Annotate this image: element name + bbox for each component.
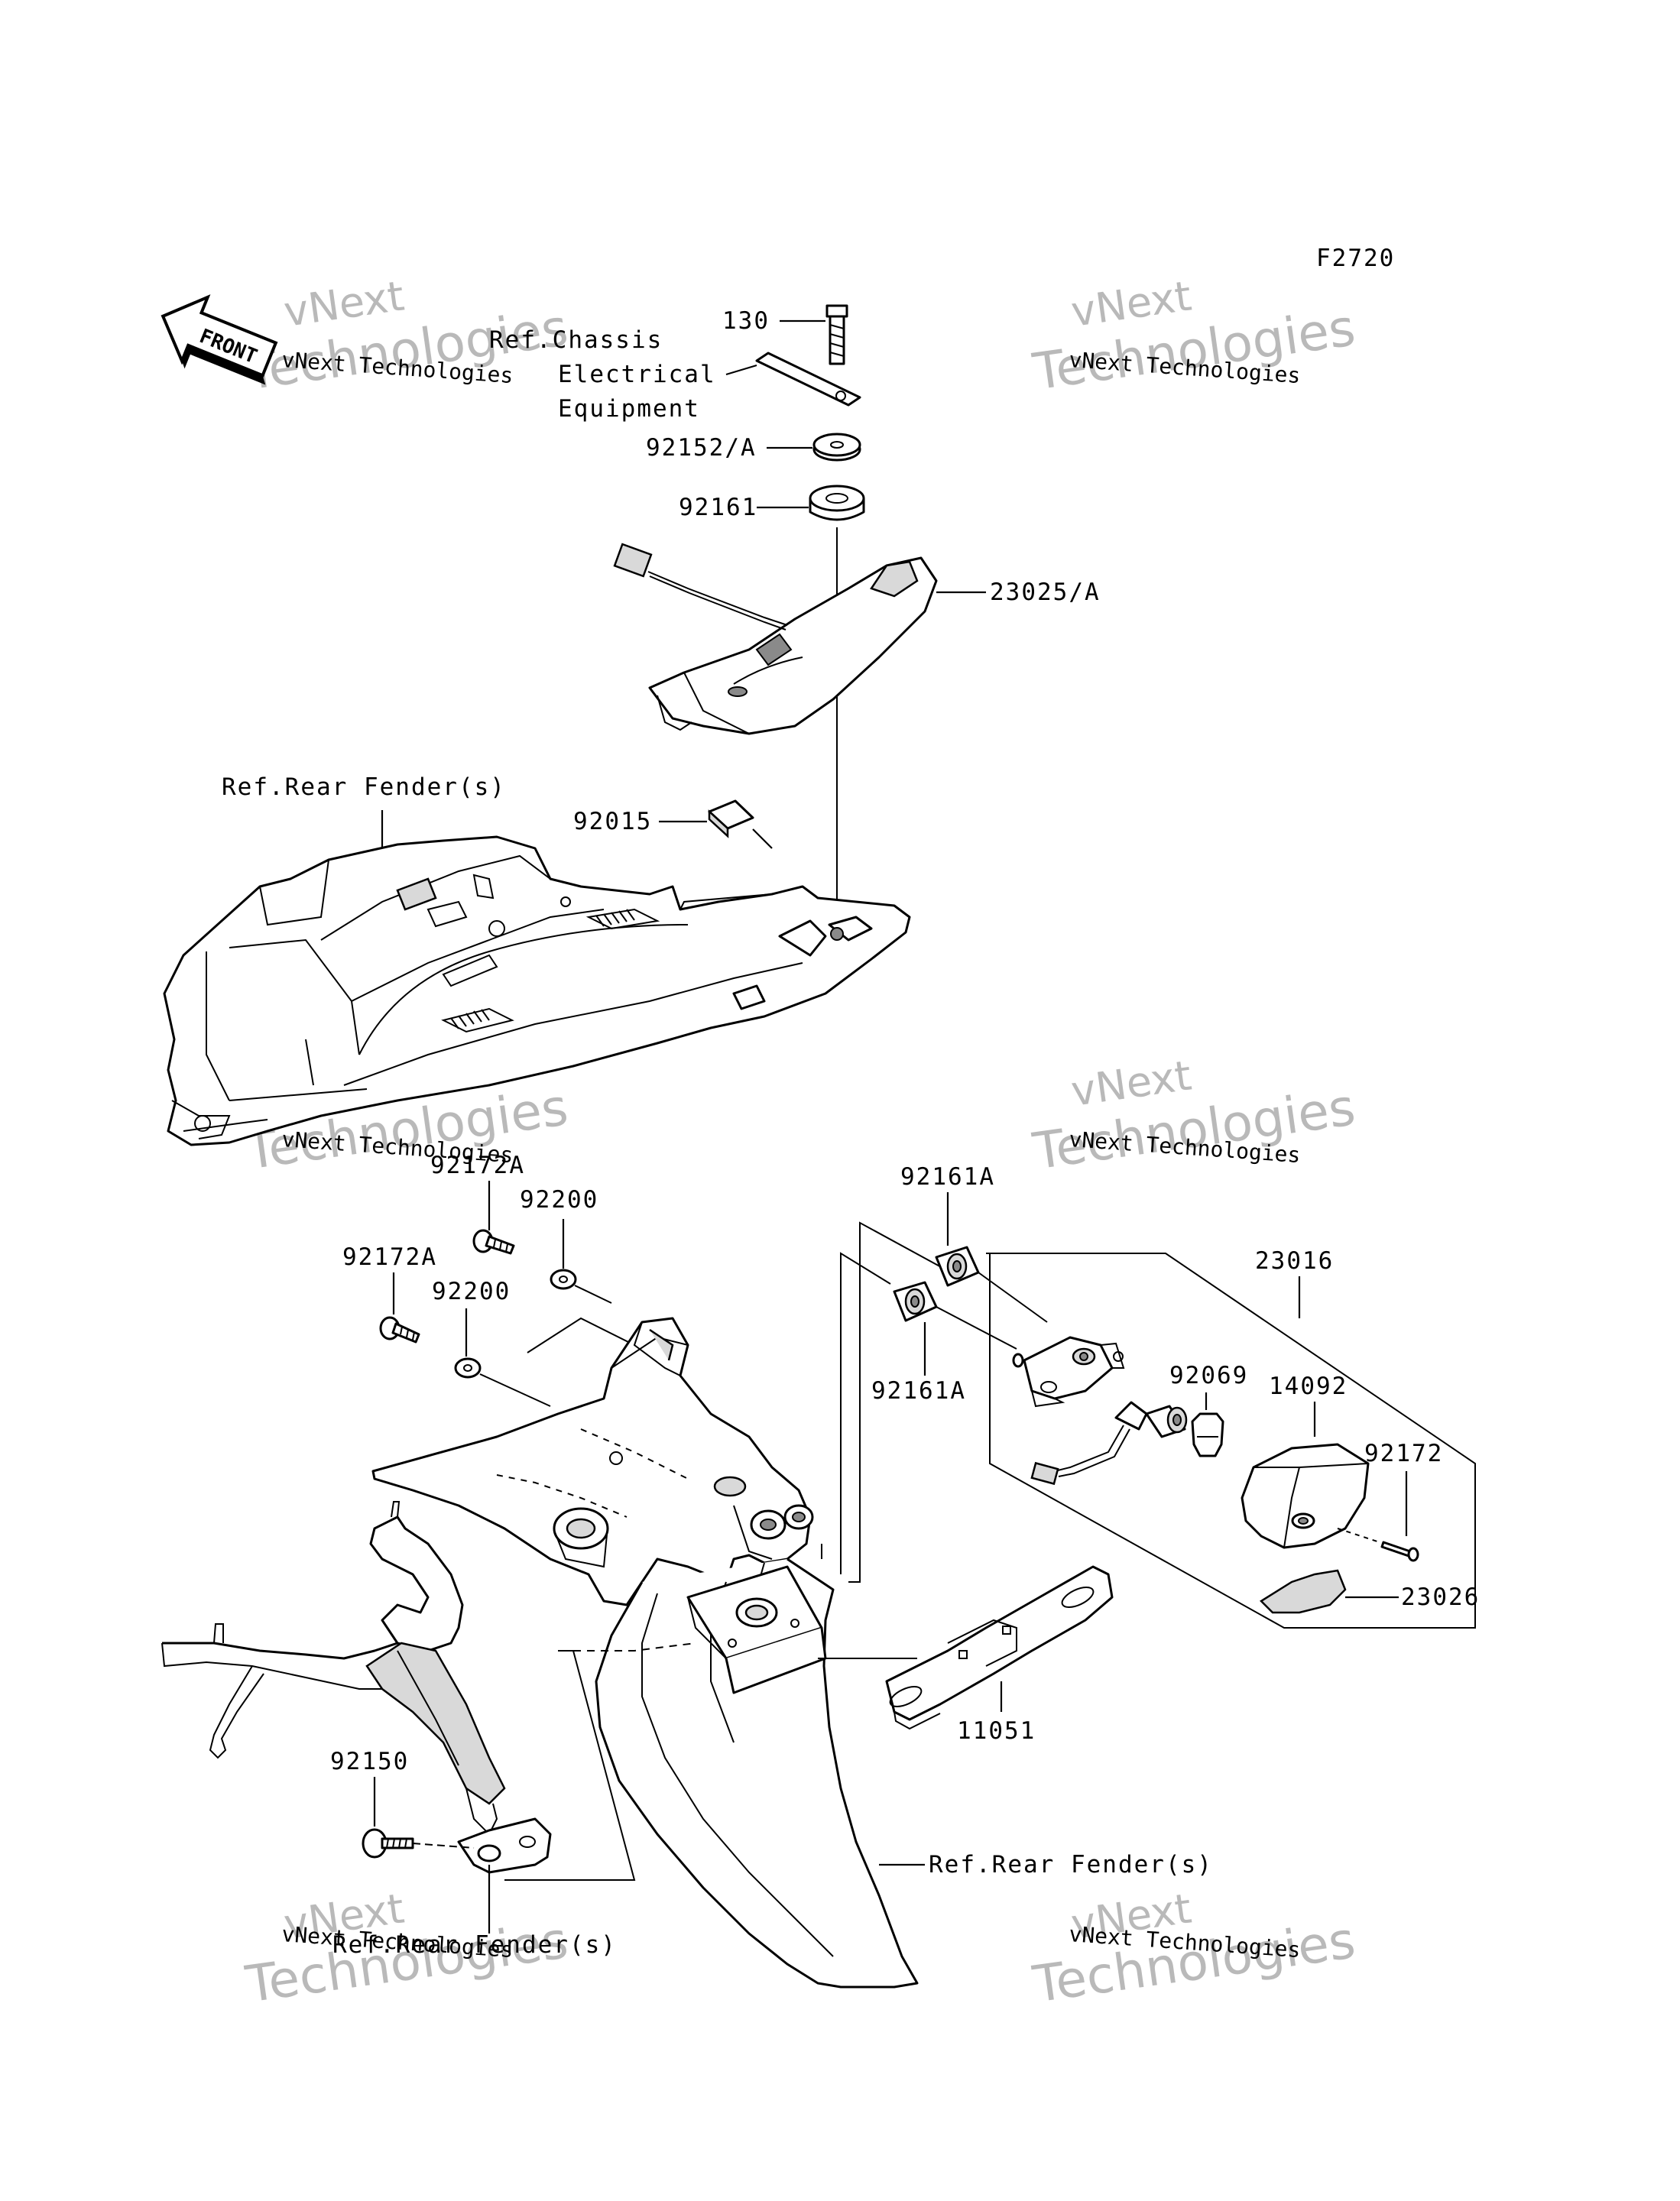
- grommet-92161A-bottom-icon: [893, 1281, 938, 1322]
- label-23026: 23026: [1401, 1583, 1480, 1611]
- front-arrow-icon: FRONT: [161, 294, 278, 385]
- washer-92200-top-icon: [550, 1269, 577, 1290]
- screw-92172A-bottom-icon: [379, 1316, 420, 1344]
- label-92161A-top: 92161A: [900, 1163, 995, 1191]
- label-92200-bottom: 92200: [432, 1278, 511, 1305]
- ref-chassis-line3: Equipment: [558, 395, 700, 423]
- electrical-strip-icon: [755, 352, 861, 407]
- screw-92172A-top-icon: [472, 1229, 515, 1255]
- label-92152: 92152/A: [646, 434, 757, 462]
- grommet-92161-icon: [809, 485, 865, 521]
- label-92161A-bottom: 92161A: [871, 1377, 966, 1405]
- screw-92172-icon: [1380, 1541, 1419, 1562]
- label-11051: 11051: [957, 1717, 1036, 1745]
- nut-92015-icon: [708, 799, 754, 838]
- label-92172A-top: 92172A: [430, 1152, 525, 1179]
- bracket-11051-icon: [885, 1565, 1114, 1730]
- lens-14092-icon: [1241, 1443, 1370, 1549]
- lens-insert-23026-icon: [1260, 1569, 1347, 1614]
- washer-92152-icon: [812, 433, 861, 462]
- label-92069: 92069: [1169, 1362, 1248, 1389]
- label-92150: 92150: [330, 1748, 409, 1775]
- rear-fender-upper-icon: [163, 835, 911, 1146]
- lamp-socket-icon: [1012, 1336, 1125, 1408]
- ref-chassis-line2: Electrical: [558, 361, 716, 388]
- bulb-socket-wire-icon: [1030, 1401, 1188, 1486]
- diagram-code: F2720: [1316, 245, 1395, 272]
- ref-rear-fender-top: Ref.Rear Fender(s): [222, 773, 506, 801]
- label-23025: 23025/A: [990, 579, 1101, 606]
- label-14092: 14092: [1269, 1373, 1348, 1400]
- frame-23016: [986, 1253, 1476, 1629]
- ref-chassis-line1: Ref.Chassis: [489, 326, 663, 354]
- tail-light-23025-icon: [613, 543, 938, 735]
- grommet-92161A-top-icon: [935, 1246, 980, 1287]
- label-23016: 23016: [1255, 1247, 1334, 1275]
- label-92200-top: 92200: [520, 1186, 598, 1214]
- label-92172A-bottom: 92172A: [342, 1243, 437, 1271]
- side-bracket-icon: [161, 1501, 552, 1874]
- bulb-92069-icon: [1191, 1412, 1224, 1457]
- label-92172: 92172: [1364, 1440, 1443, 1467]
- label-92015: 92015: [573, 808, 652, 835]
- bolt-92150-icon: [362, 1828, 414, 1859]
- washer-92200-bottom-icon: [454, 1357, 482, 1379]
- leader-ref-chassis: [725, 364, 757, 376]
- ref-rear-fender-right: Ref.Rear Fender(s): [929, 1851, 1213, 1878]
- label-92161: 92161: [679, 494, 757, 521]
- label-130: 130: [722, 307, 770, 335]
- ref-rear-fender-bottom: Ref.Rear Fender(s): [332, 1931, 617, 1959]
- rear-fender-lower-icon: [371, 1317, 919, 1989]
- bolt-130-icon: [825, 304, 848, 365]
- leader-frame-lower: [504, 1650, 636, 1881]
